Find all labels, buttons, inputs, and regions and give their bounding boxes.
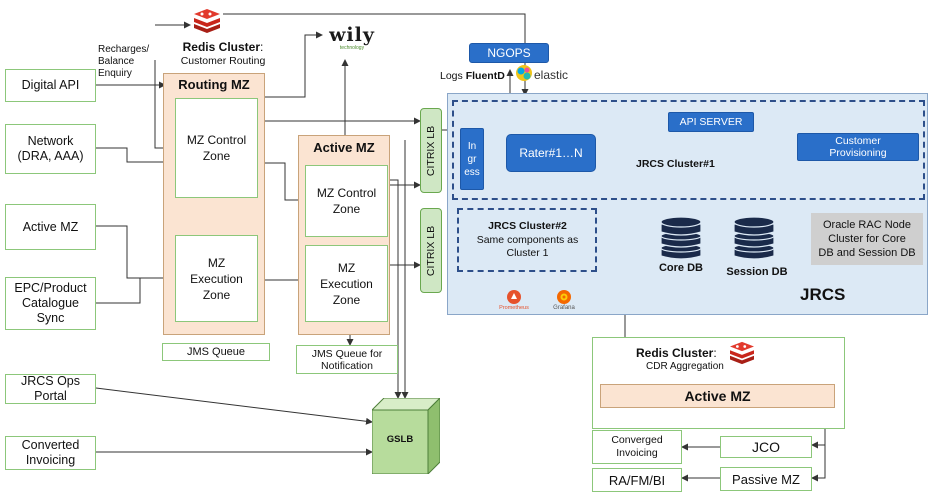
citrix-lb-bottom-label: CITRIX LB bbox=[425, 225, 437, 276]
citrix-lb-top: CITRIX LB bbox=[420, 108, 442, 193]
logs-fluentd: Logs FluentD bbox=[440, 70, 515, 82]
active-mz-execution-label: MZ Execution Zone bbox=[320, 260, 373, 307]
rater-label: Rater#1…N bbox=[519, 145, 583, 160]
jms-queue-box: JMS Queue bbox=[162, 343, 270, 361]
jrcs-cluster2-boundary bbox=[457, 208, 597, 272]
active-mz-bottom-label: Active MZ bbox=[684, 388, 751, 404]
network-box: Network (DRA, AAA) bbox=[5, 124, 96, 174]
epc-sync-box: EPC/Product Catalogue Sync bbox=[5, 277, 96, 330]
api-server-box: API SERVER bbox=[668, 112, 754, 132]
converted-invoicing-label: Converted Invoicing bbox=[21, 438, 80, 467]
logs-prefix: Logs bbox=[440, 70, 463, 82]
grafana-icon bbox=[556, 289, 572, 305]
citrix-lb-top-label: CITRIX LB bbox=[425, 125, 437, 176]
session-db-label: Session DB bbox=[726, 266, 788, 278]
fluentd-label: FluentD bbox=[465, 70, 505, 82]
routing-mz-title: Routing MZ bbox=[178, 77, 250, 92]
jms-queue-notification-box: JMS Queue for Notification bbox=[296, 345, 398, 374]
core-db-label: Core DB bbox=[658, 262, 703, 274]
network-label: Network (DRA, AAA) bbox=[17, 134, 84, 163]
api-server-label: API SERVER bbox=[679, 115, 743, 128]
wily-logo: wily technology bbox=[322, 26, 382, 54]
ra-fm-bi-box: RA/FM/BI bbox=[592, 468, 682, 492]
redis-bottom-title-text: Redis Cluster bbox=[636, 346, 714, 360]
jrcs-cluster2-desc: Same components as Cluster 1 bbox=[476, 234, 579, 259]
rater-box: Rater#1…N bbox=[506, 134, 596, 172]
active-mz-input-box: Active MZ bbox=[5, 204, 96, 250]
ngops-label: NGOPS bbox=[487, 45, 531, 60]
jms-queue-label: JMS Queue bbox=[186, 345, 246, 358]
gslb-cube: GSLB bbox=[372, 398, 440, 474]
prometheus-label: Prometheus bbox=[499, 305, 529, 311]
grafana-label: Grafana bbox=[553, 305, 575, 311]
active-mz-title: Active MZ bbox=[313, 140, 375, 155]
ngops-box: NGOPS bbox=[469, 43, 549, 63]
jrcs-cluster2-title: JRCS Cluster#2 bbox=[488, 220, 567, 232]
jrcs-label: JRCS bbox=[800, 285, 846, 304]
prometheus-icon bbox=[507, 290, 521, 304]
epc-sync-label: EPC/Product Catalogue Sync bbox=[14, 281, 87, 325]
redis-bottom-subtitle: CDR Aggregation bbox=[646, 361, 724, 372]
routing-mz-control-label: MZ Control Zone bbox=[186, 133, 247, 163]
citrix-lb-bottom: CITRIX LB bbox=[420, 208, 442, 293]
recharges-label: Recharges/ Balance Enquiry bbox=[98, 44, 150, 79]
wily-logo-text: wily bbox=[329, 24, 375, 46]
redis-bottom-icon bbox=[728, 341, 756, 365]
jrcs-cluster1-label: JRCS Cluster#1 bbox=[636, 158, 715, 170]
session-db-icon bbox=[733, 214, 775, 260]
converted-invoicing-box: Converted Invoicing bbox=[5, 436, 96, 470]
core-db-icon bbox=[660, 214, 702, 260]
redis-top-title-colon: : bbox=[260, 40, 264, 54]
digital-api-box: Digital API bbox=[5, 69, 96, 102]
jrcs-cluster1-boundary bbox=[452, 100, 925, 200]
routing-mz-execution-zone: MZ Execution Zone bbox=[175, 235, 258, 322]
jms-queue-notification-label: JMS Queue for Notification bbox=[311, 347, 383, 372]
redis-bottom-title-colon: : bbox=[713, 346, 717, 360]
jco-label: JCO bbox=[752, 438, 780, 455]
ingress-label: In gr ess bbox=[464, 140, 480, 178]
wily-tagline: technology bbox=[339, 45, 365, 51]
converged-invoicing-label: Converged Invoicing bbox=[611, 434, 663, 459]
digital-api-label: Digital API bbox=[21, 78, 80, 92]
jco-box: JCO bbox=[720, 436, 812, 458]
gslb-label: GSLB bbox=[386, 434, 414, 445]
routing-mz-control-zone: MZ Control Zone bbox=[175, 98, 258, 198]
redis-top-title: Redis Cluster: bbox=[168, 40, 278, 54]
passive-mz-box: Passive MZ bbox=[720, 467, 812, 491]
active-mz-bottom-box: Active MZ bbox=[600, 384, 835, 408]
converged-invoicing-box: Converged Invoicing bbox=[592, 430, 682, 464]
redis-top-title-text: Redis Cluster bbox=[182, 40, 260, 54]
redis-icon bbox=[192, 8, 222, 34]
active-mz-control-label: MZ Control Zone bbox=[316, 186, 377, 216]
active-mz-execution-zone: MZ Execution Zone bbox=[305, 245, 388, 322]
routing-mz-execution-label: MZ Execution Zone bbox=[190, 255, 243, 302]
elastic-label: elastic bbox=[534, 68, 569, 82]
passive-mz-label: Passive MZ bbox=[732, 471, 800, 487]
jrcs-ops-portal-label: JRCS Ops Portal bbox=[20, 374, 81, 403]
redis-top-subtitle: Customer Routing bbox=[180, 55, 266, 67]
oracle-note-label: Oracle RAC Node Cluster for Core DB and … bbox=[818, 219, 916, 259]
oracle-note-box: Oracle RAC Node Cluster for Core DB and … bbox=[811, 213, 923, 265]
active-mz-control-zone: MZ Control Zone bbox=[305, 165, 388, 237]
customer-provisioning-label: Customer Provisioning bbox=[829, 135, 887, 159]
bottom-cluster-container bbox=[592, 337, 845, 429]
customer-provisioning-box: Customer Provisioning bbox=[797, 133, 919, 161]
ingress-box: In gr ess bbox=[460, 128, 484, 190]
ra-fm-bi-label: RA/FM/BI bbox=[608, 472, 666, 488]
jrcs-ops-portal-box: JRCS Ops Portal bbox=[5, 374, 96, 404]
redis-bottom-title: Redis Cluster: bbox=[636, 346, 736, 360]
elastic-icon bbox=[515, 64, 533, 82]
active-mz-input-label: Active MZ bbox=[22, 219, 79, 234]
